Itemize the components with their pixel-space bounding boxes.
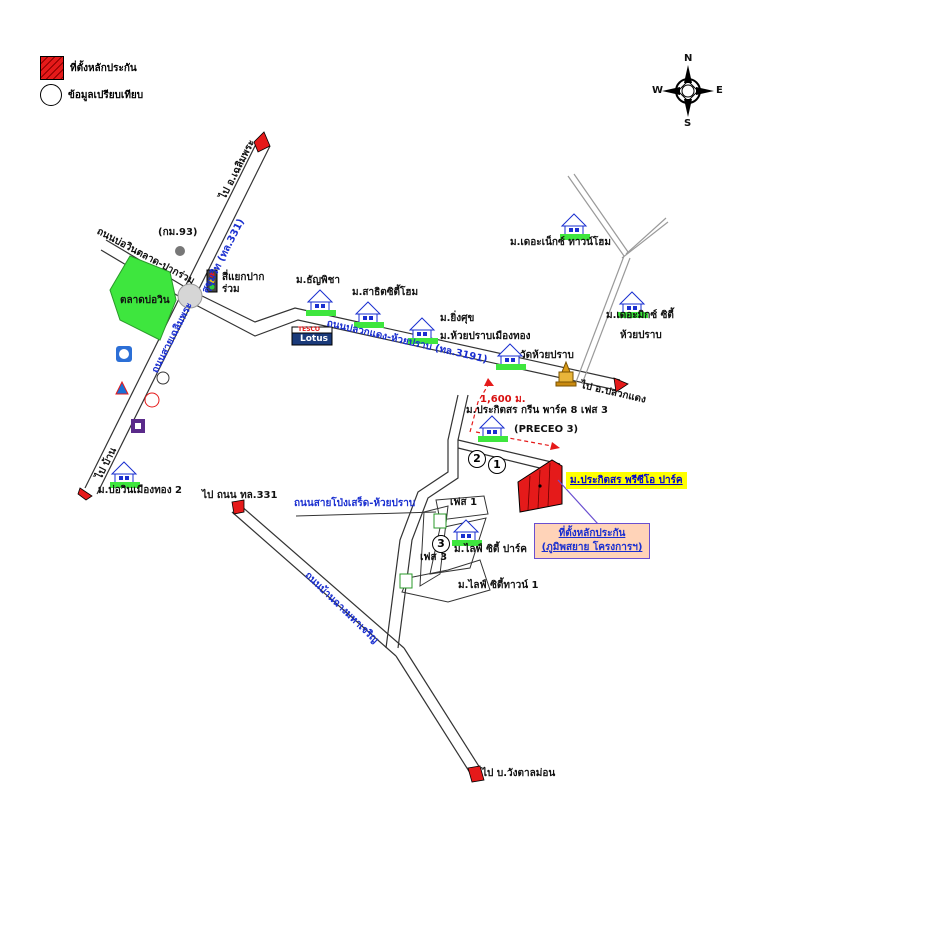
legend-site-label: ที่ตั้งหลักประกัน <box>70 62 137 74</box>
label-sathit: ม.สาธิตซิตี้โฮม <box>352 287 419 298</box>
house-icon <box>354 301 384 328</box>
house-icon <box>452 519 482 546</box>
house-icon <box>618 291 648 318</box>
marker-1[interactable]: 1 <box>488 456 506 474</box>
house-icon <box>408 317 438 344</box>
label-junction: สี่แยกปากร่วม <box>222 272 265 295</box>
label-preceo: (PRECEO 3) <box>514 424 579 435</box>
callout-line2: (ภูมิพสยาย โครงการฯ) <box>541 542 643 553</box>
arrow-to-chaloem <box>253 131 271 153</box>
road-label-pong: ถนนสายโป่งเสร็ด-ห้วยปราบ <box>294 498 416 509</box>
comparison-swatch-icon <box>40 84 62 106</box>
house-icon <box>478 415 508 442</box>
legend-comparison: ข้อมูลเปรียบเทียบ <box>40 84 143 106</box>
label-life-city-town: ม.ไลฟ์ ซิตี้ทาวน์ 1 <box>458 580 539 591</box>
house-icon <box>496 343 526 370</box>
house-icons <box>110 213 648 546</box>
label-phase3: เฟส 3 <box>420 552 448 563</box>
house-icon <box>306 289 336 316</box>
road-pluak-daeng <box>191 291 621 391</box>
pong-road-pointer <box>295 511 437 517</box>
label-yingsuk: ม.ยิ่งศุข <box>440 313 475 324</box>
kbank-logo-icon <box>144 392 160 408</box>
label-km93: (กม.93) <box>158 227 198 238</box>
tesco-lotus-logo <box>291 326 333 346</box>
marker-2[interactable]: 2 <box>468 450 486 468</box>
label-legacy-city: ม.เดอะมิกซ์ ซิตี้ <box>606 310 674 321</box>
label-lotus: Lotus <box>300 334 328 344</box>
house-icon <box>110 461 140 488</box>
label-bowin-muangthong: ม.บ่อวินเมืองทอง 2 <box>98 485 183 496</box>
phase-outlines <box>401 495 491 603</box>
label-legacy-city2: ห้วยปราบ <box>620 330 662 341</box>
direction-arrows <box>77 131 629 783</box>
distance-indicator <box>469 381 553 447</box>
seven-eleven-icon <box>433 513 447 529</box>
house-icon <box>560 213 590 240</box>
legend-comparison-label: ข้อมูลเปรียบเทียบ <box>68 89 144 101</box>
compass-n: N <box>684 53 693 64</box>
junction-circle <box>177 283 203 309</box>
seven-eleven-icon <box>399 573 413 589</box>
label-thanya: ม.ธัญพิชา <box>296 275 341 286</box>
site-swatch-icon <box>40 56 64 80</box>
legend-site: ที่ตั้งหลักประกัน <box>40 56 137 80</box>
arrow-to-331 <box>231 499 245 515</box>
callout-line1: ที่ตั้งหลักประกัน <box>558 528 626 539</box>
label-huaiprap: ม.ห้วยปราบเมืองทอง <box>440 331 531 342</box>
road-north-east <box>567 173 669 385</box>
label-wat: วัดห้วยปราบ <box>520 350 574 361</box>
traffic-light-icon <box>206 269 218 293</box>
label-tesco: TESCO <box>298 326 321 333</box>
fuel-logo-icon <box>115 380 129 395</box>
compass-s: S <box>684 118 692 129</box>
road-label-to-wang: ไป บ.วังตาลม่อน <box>482 768 556 779</box>
arrow-to-pluak <box>613 377 629 393</box>
compass-e: E <box>716 85 723 96</box>
label-distance: 1,600 ม. <box>480 394 526 405</box>
subject-project-label[interactable]: ม.ประกิตสร พรีซีโอ ปาร์ค <box>566 472 687 489</box>
label-legacy-town: ม.เดอะเน็กซ์ ทาวน์โฮม <box>510 237 611 248</box>
road-chaloem-phrakiat <box>84 139 271 495</box>
landmark-icon <box>175 246 185 256</box>
road-bypass <box>231 504 481 777</box>
label-prakasit-green: ม.ประกิตสร กรีน พาร์ค 8 เฟส 3 <box>466 405 608 416</box>
callout-pointer <box>557 479 599 525</box>
label-phase1: เฟส 1 <box>450 497 478 508</box>
label-market: ตลาดบ่อวิน <box>120 295 170 306</box>
label-life-city-park: ม.ไลฟ์ ซิตี้ ปาร์ค <box>454 544 527 555</box>
compass-w: W <box>652 85 664 96</box>
arrow-to-pattaya <box>77 487 93 501</box>
market-area <box>109 255 177 341</box>
arrow-to-wang <box>467 765 485 783</box>
brand-logo-icon <box>156 371 170 385</box>
road-label-to-331: ไป ถนน ทล.331 <box>202 490 278 501</box>
compass-icon <box>662 65 714 117</box>
temple-icon <box>555 360 577 387</box>
site-callout: ที่ตั้งหลักประกัน (ภูมิพสยาย โครงการฯ) <box>534 523 650 559</box>
marker-3[interactable]: 3 <box>432 535 450 553</box>
logo-icons <box>115 246 447 589</box>
